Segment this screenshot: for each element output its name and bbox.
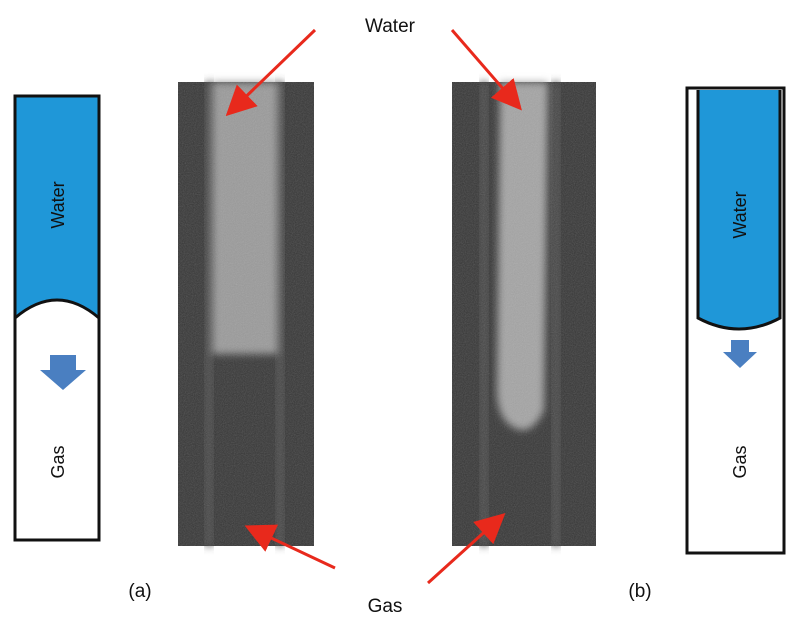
left-water-label: Water — [48, 181, 68, 228]
down-arrow-icon — [40, 355, 86, 390]
image-a — [178, 82, 314, 546]
panel-b-label: (b) — [628, 581, 651, 602]
arrow-water-a — [225, 28, 317, 117]
water-caption: Water — [365, 16, 416, 37]
image-b — [452, 82, 596, 546]
down-arrow-icon — [723, 340, 757, 368]
right-water-label: Water — [730, 191, 750, 238]
arrow-gas-b — [426, 512, 506, 585]
meniscus — [14, 298, 100, 320]
left-gas-label: Gas — [48, 445, 68, 478]
right-gas-label: Gas — [730, 445, 750, 478]
arrow-gas-a — [244, 524, 336, 570]
pointer-arrows — [225, 28, 522, 585]
arrow-water-b — [450, 29, 522, 111]
left-tube-schematic: Water Gas — [13, 94, 101, 542]
gas-caption: Gas — [368, 596, 403, 617]
right-tube-schematic: Water Gas — [685, 86, 786, 555]
water-column — [696, 90, 782, 331]
panel-a-label: (a) — [128, 581, 151, 602]
water-column — [15, 96, 99, 318]
